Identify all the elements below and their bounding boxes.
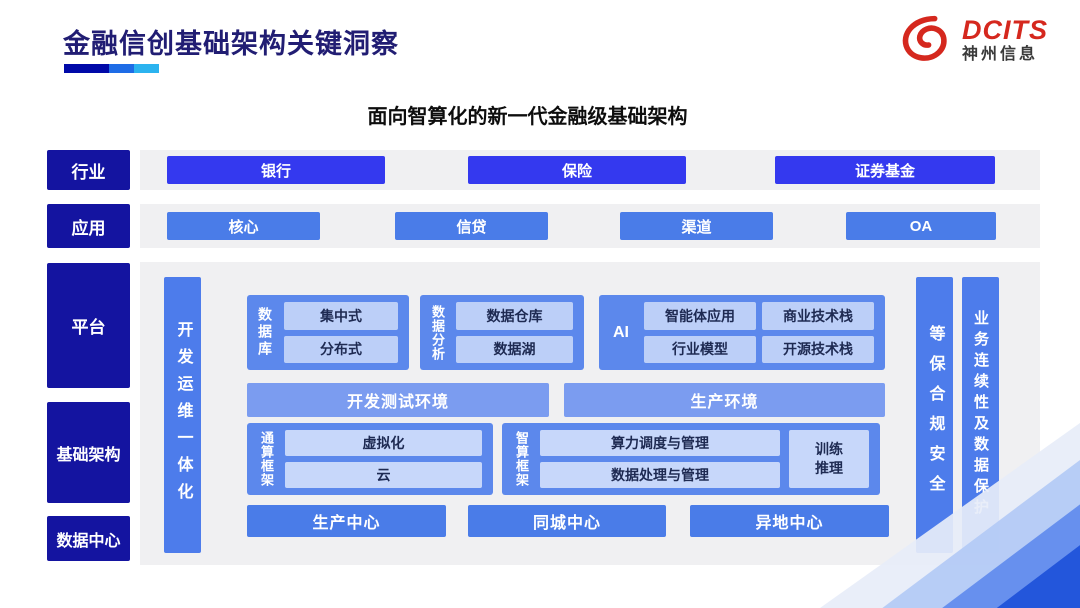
smart-item-compute-scheduling: 算力调度与管理 <box>540 430 780 456</box>
dev-test-environment-bar: 开发测试环境 <box>247 383 549 417</box>
database-group: 数据库 集中式 分布式 <box>247 295 409 370</box>
ai-item-opensource-stack: 开源技术栈 <box>762 335 874 363</box>
dcits-logo: DCITS 神州信息 <box>898 14 1048 66</box>
industry-row: 银行 保险 证券基金 <box>140 150 1040 190</box>
diagram-subtitle: 面向智算化的新一代金融级基础架构 <box>367 106 688 128</box>
app-item-core: 核心 <box>167 212 320 240</box>
inference-label: 推理 <box>815 460 843 476</box>
industry-item-bank: 银行 <box>167 156 385 184</box>
analytics-item-warehouse: 数据仓库 <box>456 302 573 330</box>
database-group-label: 数据库 <box>257 307 273 358</box>
datacenter-item-same-city: 同城中心 <box>468 505 666 537</box>
accent-bar-blue <box>109 64 134 73</box>
app-item-channel: 渠道 <box>620 212 773 240</box>
security-compliance-bar: 等保合规安全 <box>916 277 953 553</box>
training-label: 训练 <box>815 441 843 458</box>
smart-item-data-processing: 数据处理与管理 <box>540 462 780 488</box>
page-title: 金融信创基础架构关键洞察 <box>63 29 399 59</box>
layer-label-infrastructure: 基础架构 <box>47 402 130 503</box>
ai-group-label: AI <box>613 323 629 341</box>
database-item-distributed: 分布式 <box>284 335 398 363</box>
ai-compute-framework-label: 智算框架 <box>514 431 529 487</box>
analytics-item-datalake: 数据湖 <box>456 335 573 363</box>
ai-item-industry-models: 行业模型 <box>644 335 756 363</box>
app-item-credit: 信贷 <box>395 212 548 240</box>
datacenter-item-production: 生产中心 <box>247 505 446 537</box>
ai-item-agent-apps: 智能体应用 <box>644 302 756 330</box>
training-inference-box: 训练 推理 <box>789 430 869 488</box>
company-name: 神州信息 <box>962 45 1039 63</box>
common-item-virtualization: 虚拟化 <box>285 430 482 456</box>
app-item-oa: OA <box>846 212 996 240</box>
business-continuity-bar: 业务连续性及数据保护 <box>962 277 999 553</box>
industry-item-securities-funds: 证券基金 <box>775 156 995 184</box>
production-environment-bar: 生产环境 <box>564 383 885 417</box>
devops-vertical-bar: 开发运维一体化 <box>164 277 201 553</box>
ai-compute-framework-group: 智算框架 算力调度与管理 数据处理与管理 训练 推理 <box>502 423 880 495</box>
data-analytics-group: 数据分析 数据仓库 数据湖 <box>420 295 584 370</box>
database-item-centralized: 集中式 <box>284 302 398 330</box>
accent-bar-cyan <box>134 64 159 73</box>
layer-label-industry: 行业 <box>47 150 130 190</box>
application-row: 核心 信贷 渠道 OA <box>140 204 1040 248</box>
accent-bar-dark <box>64 64 109 73</box>
data-analytics-group-label: 数据分析 <box>430 304 445 361</box>
ai-item-commercial-stack: 商业技术栈 <box>762 302 874 330</box>
general-compute-framework-group: 通算框架 虚拟化 云 <box>247 423 493 495</box>
layer-label-platform: 平台 <box>47 263 130 388</box>
layer-label-datacenter: 数据中心 <box>47 516 130 561</box>
brand-name: DCITS <box>962 15 1048 46</box>
title-underline <box>64 64 159 73</box>
industry-item-insurance: 保险 <box>468 156 686 184</box>
layer-label-application: 应用 <box>47 204 130 248</box>
ai-group: AI 智能体应用 商业技术栈 行业模型 开源技术栈 <box>599 295 885 370</box>
general-compute-framework-label: 通算框架 <box>259 431 274 487</box>
common-item-cloud: 云 <box>285 462 482 488</box>
datacenter-item-remote: 异地中心 <box>690 505 889 537</box>
architecture-panel: 开发运维一体化 数据库 集中式 分布式 数据分析 数据仓库 数据湖 AI 智能体… <box>140 262 1040 565</box>
swirl-logo-icon <box>898 14 954 66</box>
